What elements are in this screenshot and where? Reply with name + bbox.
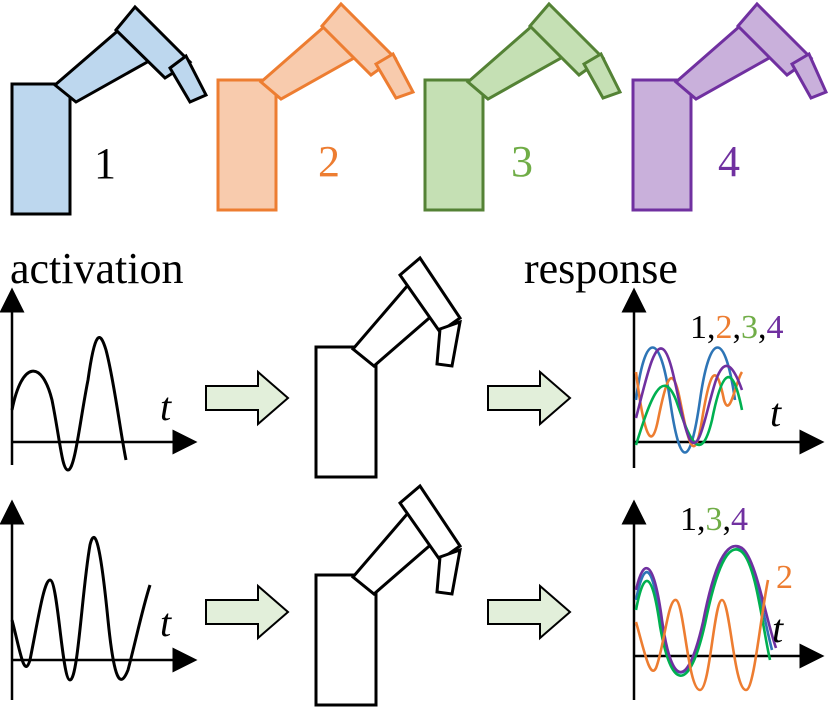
response-plot-2: 1,3,4 2 t — [621, 499, 825, 700]
robot-3-label: 3 — [511, 137, 533, 186]
t-label-response-1: t — [770, 390, 782, 435]
activation-plot-2: t — [0, 499, 198, 700]
response-plot-1: 1,2,3,4 t — [621, 287, 825, 468]
process-arrow-icon — [487, 369, 572, 427]
t-label-response-2: t — [772, 606, 784, 651]
response-legend-2: 1,3,4 — [680, 501, 748, 538]
robot-4-label: 4 — [718, 137, 740, 186]
robot-outline-2 — [314, 483, 463, 707]
t-label-activation-1: t — [160, 384, 172, 429]
robot-2: 2 — [216, 1, 416, 212]
process-arrow-icon — [205, 583, 290, 641]
response-1-curve — [634, 346, 737, 454]
activation-signal-2 — [10, 536, 152, 682]
robot-4: 4 — [631, 1, 829, 212]
robot-1-label: 1 — [94, 139, 116, 188]
heading-activation: activation — [10, 244, 184, 293]
process-arrow-icon — [487, 583, 572, 641]
response-4-curve — [634, 347, 744, 445]
response-outlier-label: 2 — [776, 559, 793, 596]
heading-response: response — [524, 244, 678, 293]
activation-plot-1: t — [0, 287, 198, 472]
robot-2-label: 2 — [318, 137, 340, 186]
robot-3: 3 — [423, 1, 623, 212]
robot-1: 1 — [10, 4, 209, 216]
process-arrow-icon — [205, 369, 290, 427]
response-legend-1: 1,2,3,4 — [690, 309, 784, 346]
response-3-curve — [634, 375, 744, 447]
activation-signal-1 — [10, 336, 128, 472]
response-2-curve — [634, 579, 770, 692]
t-label-activation-2: t — [160, 600, 172, 645]
response-3-curve — [634, 548, 772, 677]
response-4-curve — [634, 544, 778, 673]
robot-outline-1 — [314, 255, 463, 479]
